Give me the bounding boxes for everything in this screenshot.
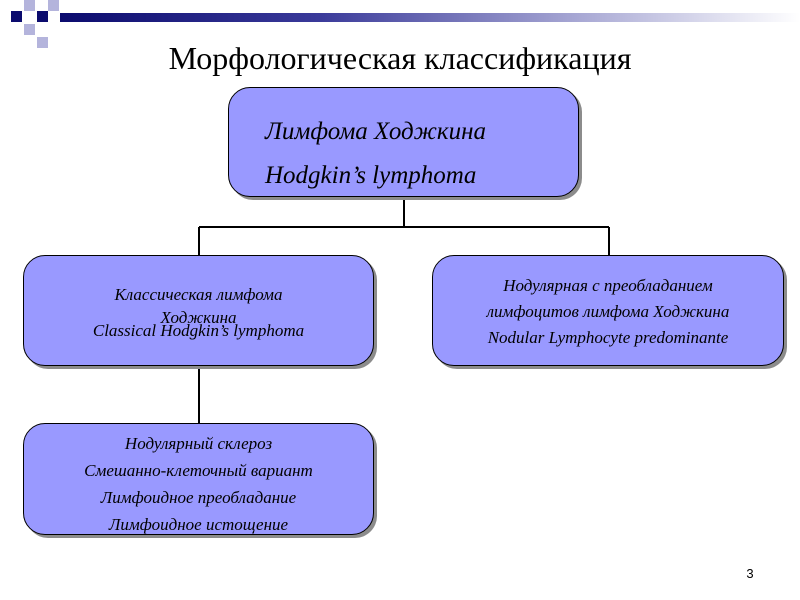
- subtype-item: Лимфоидное преобладание: [100, 488, 297, 507]
- header-decoration-square: [48, 0, 59, 11]
- diagram-node-classical: Классическая лимфома Ходжкина Classical …: [23, 255, 374, 366]
- node-label-en: Hodgkin’s lymphoma: [265, 162, 477, 189]
- header-decoration-band: [60, 13, 800, 22]
- header-decoration-square: [37, 37, 48, 48]
- header-decoration-square: [11, 11, 22, 22]
- diagram-node-nodular: Нодулярная с преобладанием лимфоцитов ли…: [432, 255, 784, 366]
- subtype-item: Лимфоидное истощение: [108, 515, 289, 534]
- subtype-item: Смешанно-клеточный вариант: [84, 461, 313, 480]
- node-label-ru-line2: лимфоцитов лимфома Ходжкина: [486, 302, 730, 321]
- page-number: 3: [746, 566, 754, 581]
- slide-title: Морфологическая классификация: [168, 40, 632, 76]
- node-label-ru-line2: Ходжкина: [160, 308, 237, 327]
- subtype-item: Нодулярный склероз: [124, 434, 273, 453]
- node-label-en: Classical Hodgkin’s lymphoma: [92, 321, 305, 340]
- node-label-ru-line1: Нодулярная с преобладанием: [503, 276, 713, 295]
- node-label-ru: Лимфома Ходжкина: [265, 118, 486, 145]
- header-decoration-square: [37, 11, 48, 22]
- header-decoration-square: [24, 24, 35, 35]
- node-label-ru-line1: Классическая лимфома: [114, 285, 283, 304]
- node-label-en: Nodular Lymphocyte predominante: [487, 328, 729, 347]
- header-decoration-square: [24, 0, 35, 11]
- diagram-node-hodgkin-lymphoma: Лимфома Ходжкина Hodgkin’s lymphoma: [228, 87, 579, 197]
- diagram-node-classical-subtypes: Нодулярный склероз Смешанно-клеточный ва…: [23, 423, 374, 535]
